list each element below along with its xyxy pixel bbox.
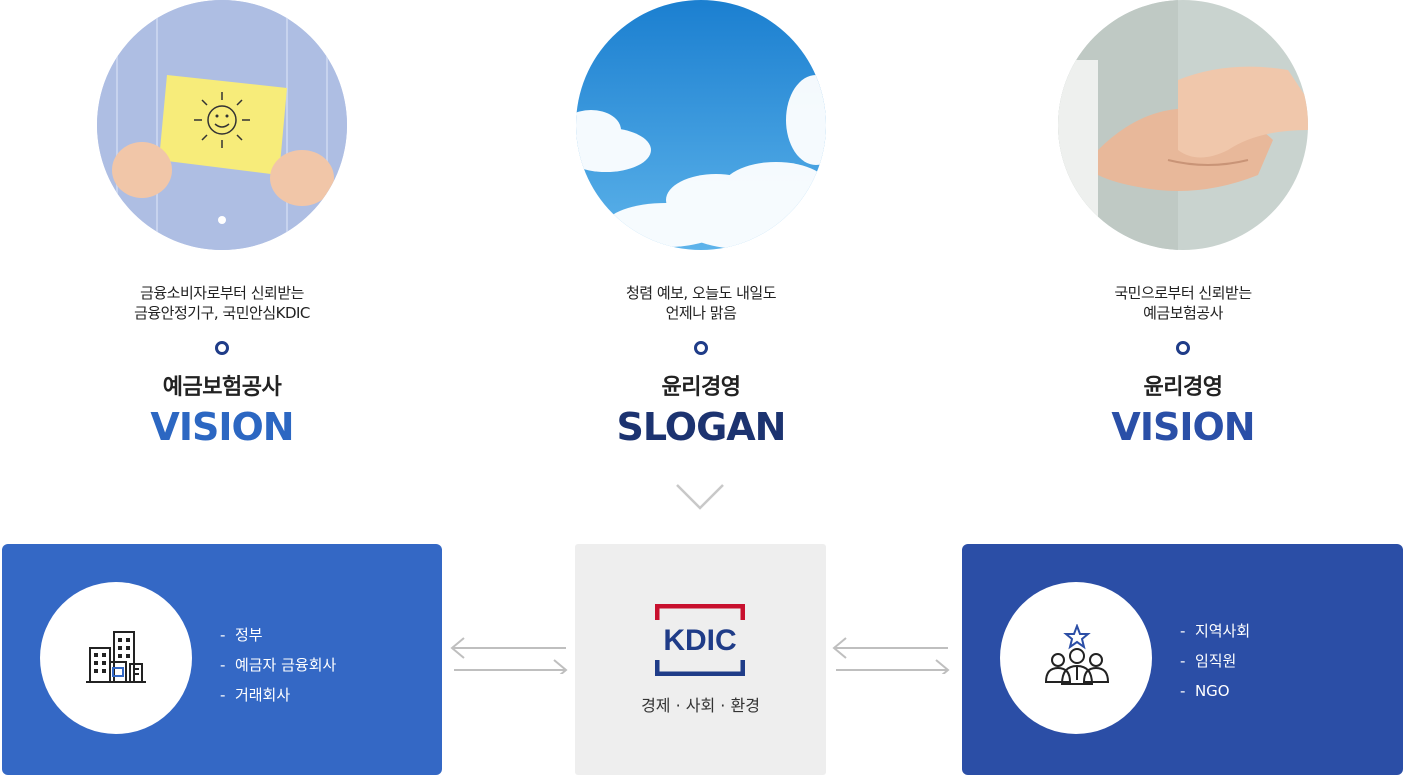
- list-item: 임직원: [1180, 646, 1250, 676]
- vision-column-1: 금융소비자로부터 신뢰받는 금융안정기구, 국민안심KDIC 예금보험공사 VI…: [72, 0, 372, 449]
- list-item: 정부: [220, 620, 336, 650]
- caption-line: 국민으로부터 신뢰받는: [1114, 284, 1252, 302]
- stakeholder-list: 지역사회 임직원 NGO: [1180, 616, 1250, 706]
- caption-line: 언제나 맑음: [665, 304, 737, 322]
- stakeholder-box-community: 지역사회 임직원 NGO: [962, 544, 1403, 775]
- center-box-text: 경제 · 사회 · 환경: [641, 696, 760, 715]
- vision-caption: 국민으로부터 신뢰받는 예금보험공사: [1033, 283, 1333, 323]
- list-item: 지역사회: [1180, 616, 1250, 646]
- buildings-icon: [86, 631, 146, 683]
- list-item: 예금자 금융회사: [220, 650, 336, 680]
- caption-line: 금융안정기구, 국민안심KDIC: [134, 304, 310, 322]
- handshake-photo: [1058, 0, 1308, 250]
- dot-icon: [1176, 341, 1190, 355]
- community-people-icon: [1044, 624, 1110, 685]
- logo-text: KDIC: [663, 624, 736, 657]
- bidirectional-arrow-icon: [450, 637, 568, 674]
- column-subtitle: 예금보험공사: [162, 375, 282, 400]
- caption-line: 금융소비자로부터 신뢰받는: [140, 284, 304, 302]
- bidirectional-arrow-icon: [832, 637, 950, 674]
- list-item: 거래회사: [220, 680, 336, 710]
- vision-caption: 금융소비자로부터 신뢰받는 금융안정기구, 국민안심KDIC: [72, 283, 372, 323]
- caption-line: 예금보험공사: [1143, 304, 1223, 322]
- kdic-center-box: KDIC 경제 · 사회 · 환경: [575, 544, 826, 775]
- stakeholder-box-government: 정부 예금자 금융회사 거래회사: [2, 544, 442, 775]
- icon-circle: [40, 582, 192, 734]
- list-item: NGO: [1180, 676, 1250, 706]
- sky-photo: [576, 0, 826, 250]
- column-subtitle: 윤리경영: [1143, 375, 1223, 400]
- dot-icon: [694, 341, 708, 355]
- caption-line: 청렴 예보, 오늘도 내일도: [625, 284, 777, 302]
- column-heading: SLOGAN: [616, 405, 787, 449]
- icon-circle: [1000, 582, 1152, 734]
- stakeholder-list: 정부 예금자 금융회사 거래회사: [220, 620, 336, 710]
- column-heading: VISION: [150, 405, 294, 449]
- chevron-down-icon: [676, 484, 724, 510]
- slogan-caption: 청렴 예보, 오늘도 내일도 언제나 맑음: [551, 283, 851, 323]
- vision-column-2: 국민으로부터 신뢰받는 예금보험공사 윤리경영 VISION: [1033, 0, 1333, 449]
- column-subtitle: 윤리경영: [661, 375, 741, 400]
- kdic-logo: KDIC: [655, 604, 745, 676]
- child-sun-photo: [97, 0, 347, 250]
- dot-icon: [215, 341, 229, 355]
- column-heading: VISION: [1111, 405, 1255, 449]
- slogan-column: 청렴 예보, 오늘도 내일도 언제나 맑음 윤리경영 SLOGAN: [551, 0, 851, 449]
